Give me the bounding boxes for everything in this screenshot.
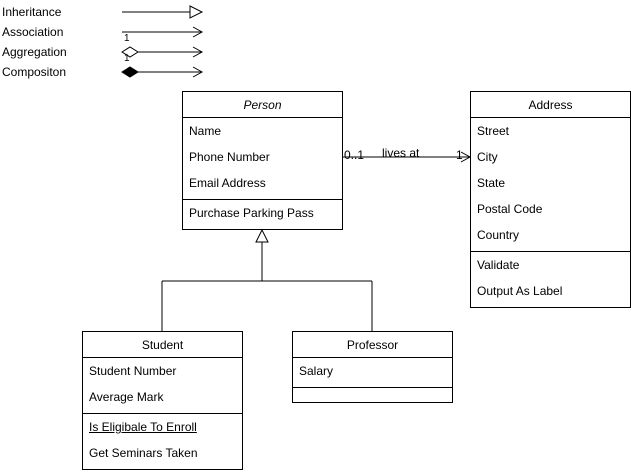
class-student[interactable]: Student Student Number Average Mark Is E… <box>82 331 243 470</box>
legend-association-arrowhead <box>192 26 204 38</box>
legend-aggregation-arrowhead <box>192 46 204 58</box>
class-professor-attributes: Salary <box>293 358 452 388</box>
class-attribute: Name <box>189 124 222 138</box>
class-student-attributes: Student Number Average Mark <box>83 358 242 414</box>
class-person-name: Person <box>183 92 342 118</box>
class-attribute: Salary <box>299 364 334 378</box>
legend-association-label: Association <box>2 25 64 39</box>
class-professor-operations <box>293 388 452 402</box>
legend-aggregation-multiplicity: 1 <box>124 53 130 64</box>
legend-composition-label: Compositon <box>2 65 67 79</box>
class-address-attributes: Street City State Postal Code Country <box>471 118 630 252</box>
class-attribute: City <box>477 150 498 164</box>
class-operation: Validate <box>477 258 520 272</box>
class-operation: Get Seminars Taken <box>89 446 198 460</box>
legend-inheritance-label: Inheritance <box>2 5 62 19</box>
class-attribute: State <box>477 176 506 190</box>
class-address-operations: Validate Output As Label <box>471 252 630 304</box>
legend-composition-arrowhead <box>192 66 204 78</box>
class-operation-static: Is Eligibale To Enroll <box>89 420 197 434</box>
class-student-operations: Is Eligibale To Enroll Get Seminars Take… <box>83 414 242 466</box>
class-student-name: Student <box>83 332 242 358</box>
class-professor[interactable]: Professor Salary <box>292 331 453 403</box>
class-attribute: Country <box>477 228 520 242</box>
class-person-operations: Purchase Parking Pass <box>183 200 342 226</box>
class-person[interactable]: Person Name Phone Number Email Address P… <box>182 91 343 230</box>
class-attribute: Email Address <box>189 176 266 190</box>
legend-aggregation-label: Aggregation <box>2 45 67 59</box>
class-attribute: Average Mark <box>89 390 164 404</box>
legend-composition-diamond <box>121 66 139 78</box>
inheritance-arrowhead <box>255 228 269 243</box>
class-operation: Output As Label <box>477 284 563 298</box>
class-address[interactable]: Address Street City State Postal Code Co… <box>470 91 631 308</box>
legend-inheritance-arrowhead <box>189 5 204 19</box>
class-attribute: Phone Number <box>189 150 270 164</box>
class-attribute: Street <box>477 124 510 138</box>
association-source-multiplicity: 0..1 <box>344 148 365 162</box>
class-attribute: Student Number <box>89 364 177 378</box>
association-label: lives at <box>382 146 420 160</box>
class-person-attributes: Name Phone Number Email Address <box>183 118 342 200</box>
legend-association-multiplicity: 1 <box>124 33 130 44</box>
class-attribute: Postal Code <box>477 202 543 216</box>
class-professor-name: Professor <box>293 332 452 358</box>
class-operation: Purchase Parking Pass <box>189 206 314 220</box>
class-address-name: Address <box>471 92 630 118</box>
association-target-multiplicity: 1 <box>456 148 463 162</box>
